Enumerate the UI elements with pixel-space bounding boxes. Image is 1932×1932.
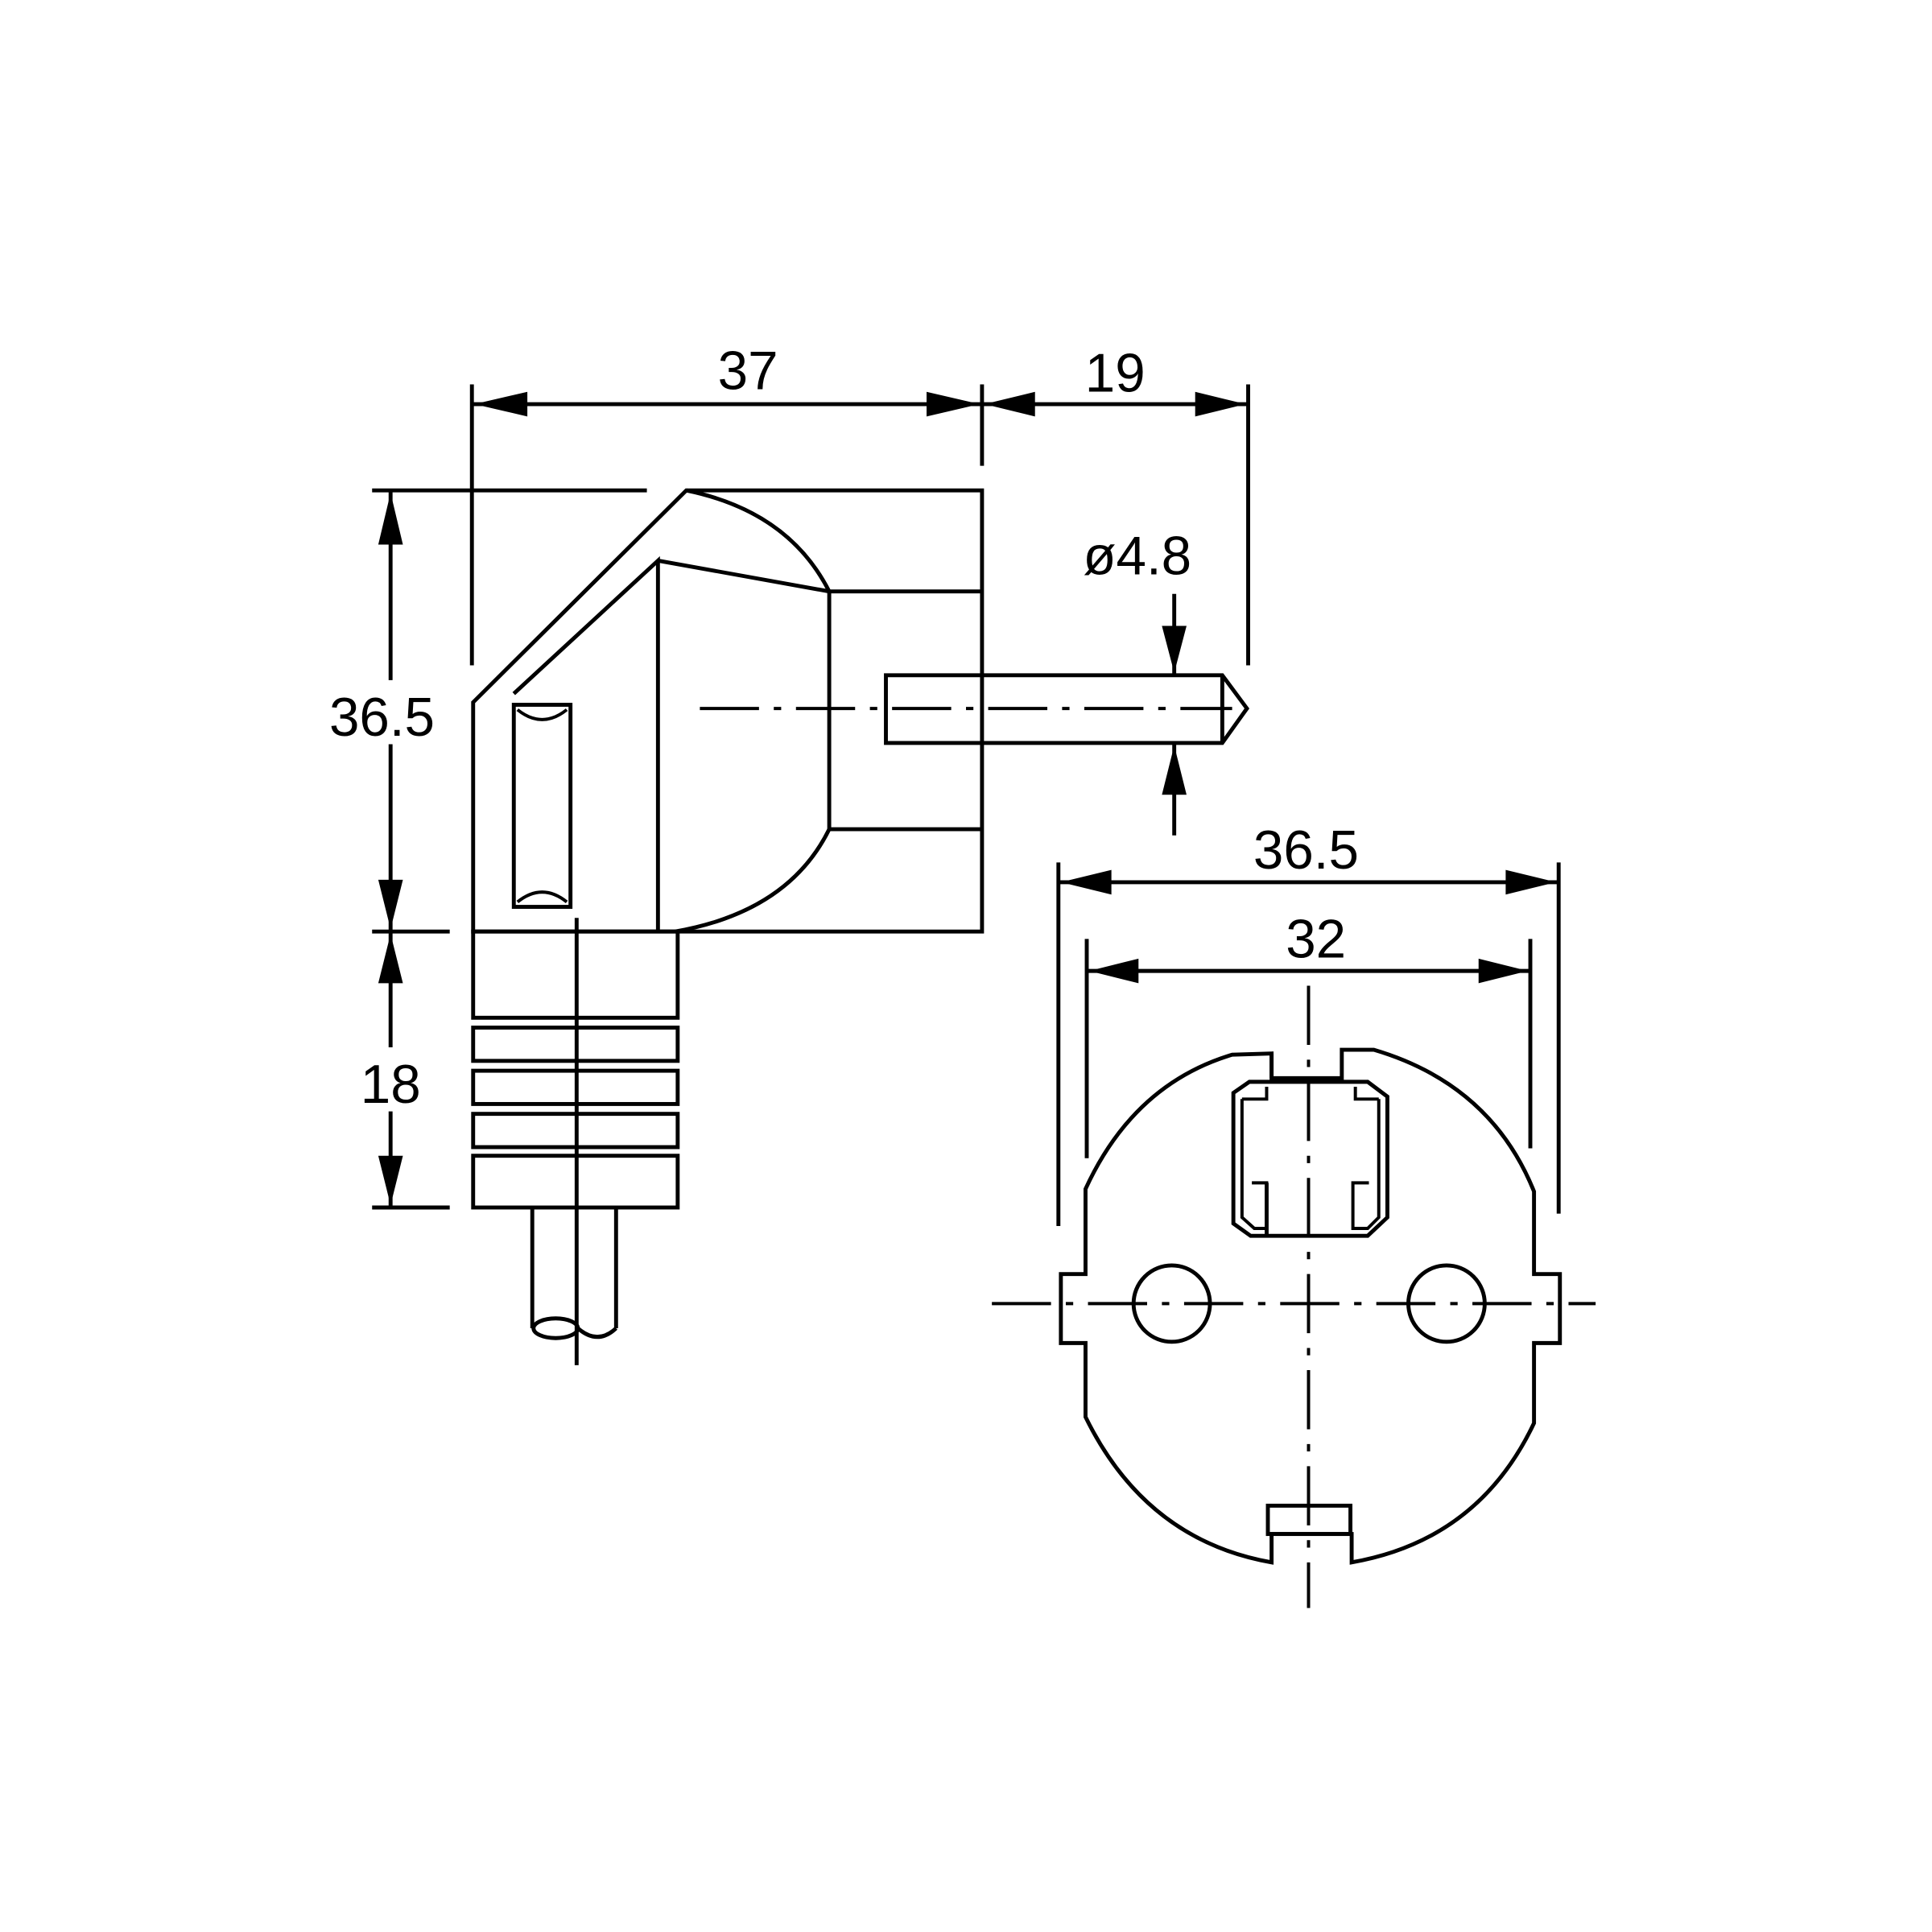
dim-label-strain-relief: 18: [361, 1055, 421, 1115]
plug-neck: [827, 589, 982, 832]
dim-label-body-width-front: 32: [1286, 909, 1346, 969]
cable-end: [531, 1316, 580, 1340]
plug-face-outline: [1059, 1047, 1563, 1565]
dim-label-body-height: 36.5: [329, 687, 435, 748]
plug-curve-bottom: [675, 828, 832, 934]
plug-body-outline: [471, 488, 985, 934]
grip-slot: [511, 703, 573, 909]
plug-inner-face: [512, 555, 660, 932]
side-view: 37 19 ø4.8 36.5 18: [314, 341, 1250, 1365]
earth-contact: [1231, 1080, 1389, 1238]
front-view: 36.5 32: [992, 820, 1596, 1608]
dim-label-overall-width: 36.5: [1253, 820, 1359, 881]
plug-curve-top: [686, 488, 832, 592]
grip-slot-arcs: [516, 708, 568, 903]
cable-end-arc: [576, 1327, 617, 1340]
dim-label-pin-length: 19: [1085, 344, 1146, 404]
plug-curve-inner: [657, 559, 830, 594]
label-bg: [314, 679, 450, 745]
label-bg: [351, 1047, 426, 1112]
cable: [530, 1208, 618, 1328]
dim-label-pin-diameter: ø4.8: [1083, 526, 1191, 586]
dim-label-body-width: 37: [718, 341, 778, 402]
earth-contact-clip: [1240, 1087, 1381, 1231]
